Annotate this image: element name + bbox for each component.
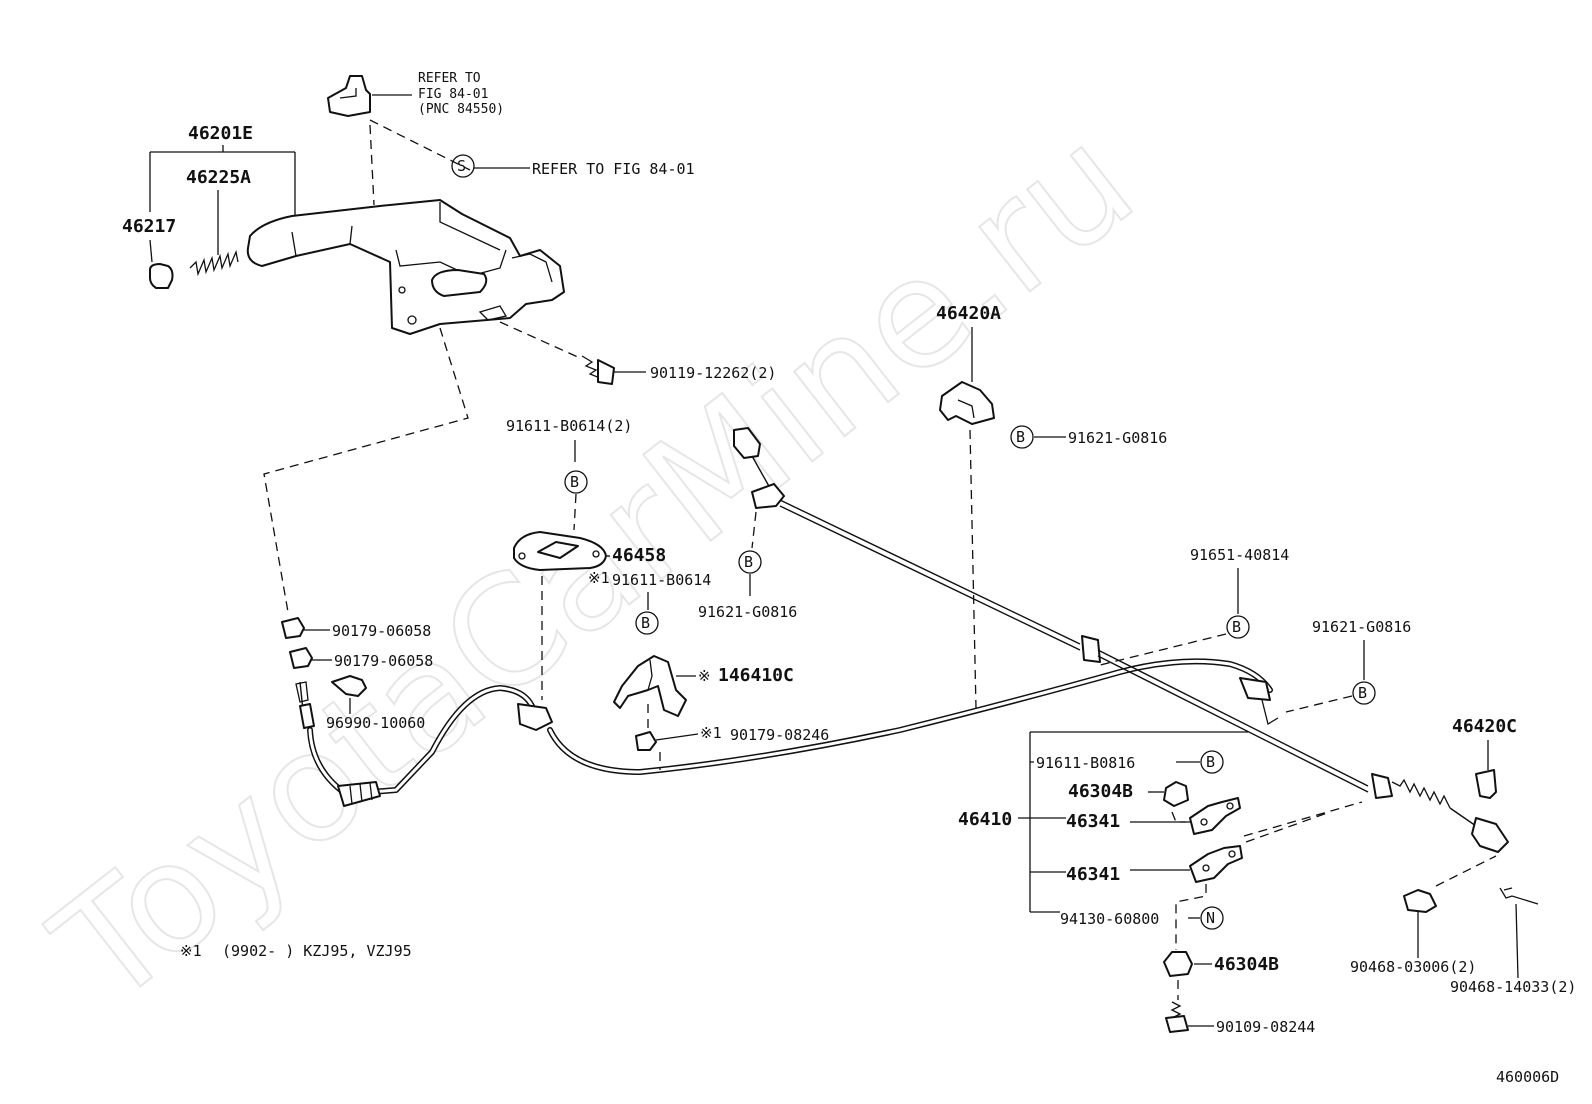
symbol-b-icon — [738, 550, 762, 574]
nut-90179-b-icon — [289, 647, 313, 669]
symbol-b-icon — [1010, 425, 1034, 449]
footnote-text: (9902- ) KZJ95, VZJ95 — [222, 942, 412, 960]
symbol-b-6: B — [1358, 684, 1367, 702]
bracket-46410C-icon — [613, 655, 687, 717]
nut-46304B-b-icon — [1163, 951, 1193, 977]
mark-90179-08246: ※1 — [700, 724, 722, 742]
symbol-n-icon — [1200, 906, 1224, 930]
clip-96990-icon — [331, 675, 367, 697]
label-46458: 46458 — [612, 545, 666, 566]
bolt-90109-icon — [1165, 1001, 1189, 1033]
rear-cable-icon — [733, 427, 1509, 853]
knob-cap-icon — [149, 263, 174, 289]
mark-91611-B0614: ※1 — [588, 569, 610, 587]
label-46410: 46410 — [958, 809, 1012, 830]
symbol-s-icon — [451, 154, 475, 178]
label-46410C: 146410C — [718, 665, 794, 686]
label-91621-G0816-a: 91621-G0816 — [698, 603, 797, 621]
label-90468-03006: 90468-03006(2) — [1350, 958, 1476, 976]
symbol-b-icon — [635, 611, 659, 635]
label-46217: 46217 — [122, 216, 176, 237]
label-46201E: 46201E — [188, 123, 253, 144]
clip-46420A-icon — [939, 381, 995, 425]
parking-brake-lever-icon — [246, 199, 565, 335]
nut-46304B-a-icon — [1163, 781, 1189, 807]
label-91621-G0816-c: 91621-G0816 — [1312, 618, 1411, 636]
label-91611-B0614-2: 91611-B0614(2) — [506, 417, 632, 435]
label-91611-B0816: 91611-B0816 — [1036, 754, 1135, 772]
symbol-b-icon — [1226, 615, 1250, 639]
symbol-n: N — [1206, 909, 1215, 927]
symbol-s: S — [457, 157, 466, 175]
label-90179-08246: 90179-08246 — [730, 726, 829, 744]
label-46420C: 46420C — [1452, 716, 1517, 737]
clip-90468-14033-icon — [1499, 887, 1539, 905]
label-94130-60800: 94130-60800 — [1060, 910, 1159, 928]
label-90179-06058-a: 90179-06058 — [332, 622, 431, 640]
symbol-b-icon — [1200, 750, 1224, 774]
nut-90179-08246-icon — [635, 731, 657, 751]
label-90109-08244: 90109-08244 — [1216, 1018, 1315, 1036]
label-46420A: 46420A — [936, 303, 1001, 324]
label-96990-10060: 96990-10060 — [326, 714, 425, 732]
symbol-b-7: B — [1206, 753, 1215, 771]
label-91651-40814: 91651-40814 — [1190, 546, 1289, 564]
bracket-46341-a-icon — [1189, 797, 1241, 835]
symbol-b-icon — [1352, 681, 1376, 705]
label-46341-a: 46341 — [1066, 811, 1120, 832]
label-91621-G0816-b: 91621-G0816 — [1068, 429, 1167, 447]
bracket-46341-b-icon — [1189, 845, 1243, 883]
clip-90468-03006-icon — [1403, 889, 1437, 913]
label-46304B-b: 46304B — [1214, 954, 1279, 975]
refer-to-fig-label: REFER TO FIG 84-01 — [532, 160, 695, 178]
label-46304B-a: 46304B — [1068, 781, 1133, 802]
parking-brake-switch-icon — [327, 75, 371, 117]
symbol-b-2: B — [641, 614, 650, 632]
label-46225A: 46225A — [186, 167, 251, 188]
nut-90179-a-icon — [281, 617, 305, 639]
front-cable-icon — [295, 658, 1279, 807]
label-90179-06058-b: 90179-06058 — [334, 652, 433, 670]
symbol-b-4: B — [744, 553, 753, 571]
bracket-46458-icon — [513, 531, 607, 571]
refer-to-line2: FIG 84-01 — [418, 87, 488, 102]
figure-code: 460006D — [1496, 1068, 1559, 1086]
symbol-b-1: B — [570, 473, 579, 491]
label-46341-b: 46341 — [1066, 864, 1120, 885]
symbol-b-icon — [564, 470, 588, 494]
symbol-b-3: B — [1016, 428, 1025, 446]
label-90468-14033: 90468-14033(2) — [1450, 978, 1576, 996]
spring-icon — [189, 249, 239, 277]
mark-46410C: ※ — [698, 667, 711, 685]
refer-to-line1: REFER TO — [418, 71, 481, 86]
symbol-b-5: B — [1232, 618, 1241, 636]
bolt-90119-icon — [581, 355, 615, 385]
label-90119-12262: 90119-12262(2) — [650, 364, 776, 382]
footnote-mark: ※1 — [180, 942, 202, 960]
refer-to-line3: (PNC 84550) — [418, 102, 504, 117]
clip-46420C-icon — [1475, 769, 1497, 799]
label-91611-B0614: 91611-B0614 — [612, 571, 711, 589]
